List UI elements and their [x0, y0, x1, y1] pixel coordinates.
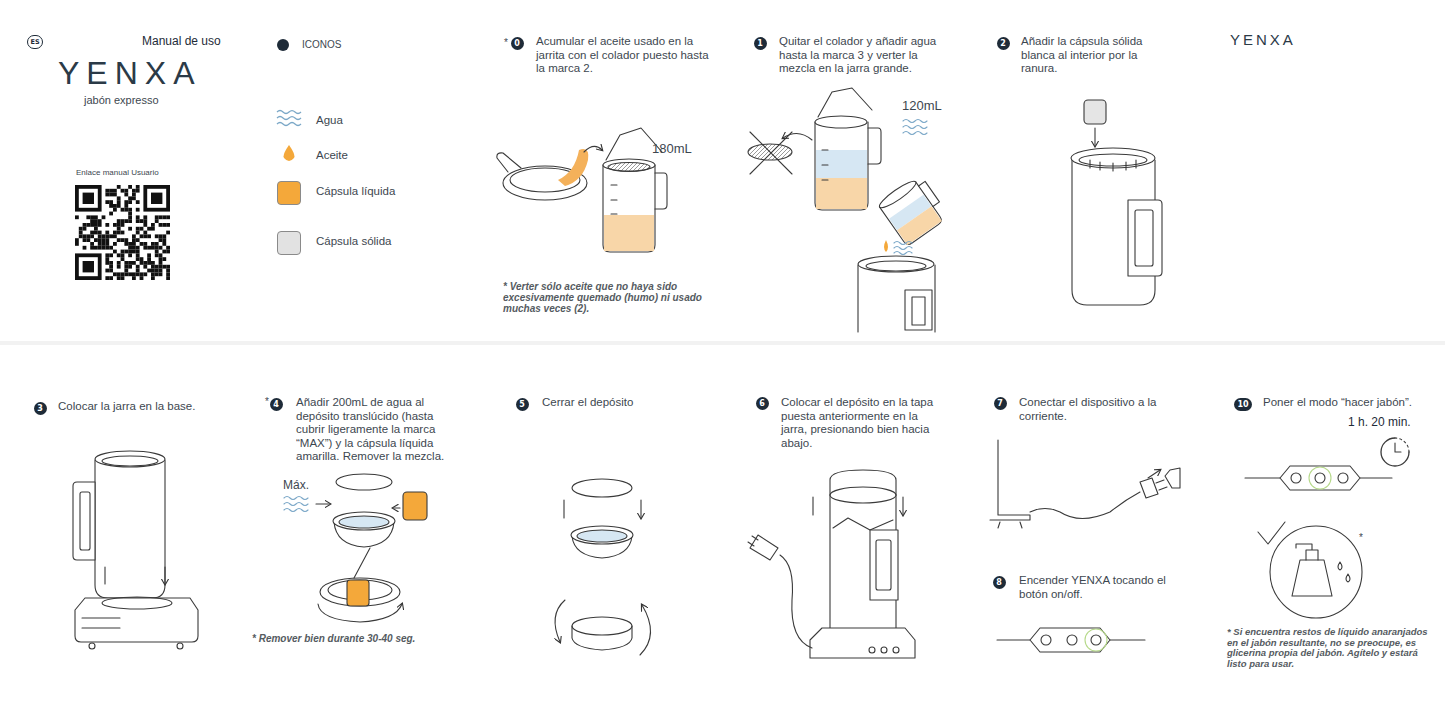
capsule-swatch: [277, 181, 301, 205]
step-number: 8: [993, 576, 1006, 589]
step-text: Añadir la cápsula sólida blanca al inter…: [1021, 35, 1171, 76]
step-number: 10: [1234, 398, 1252, 411]
step-number: 1: [754, 37, 767, 50]
step-number: 5: [516, 398, 529, 411]
capsule-swatch: [277, 231, 301, 255]
callout-number: 3: [37, 404, 43, 413]
asterisk: *: [504, 37, 508, 49]
step-number: 4: [270, 398, 283, 411]
asterisk: *: [1359, 532, 1363, 544]
callout-number: ES: [30, 38, 39, 46]
water-icon: [276, 108, 302, 128]
callout-number: 5: [519, 400, 525, 409]
step-text: Poner el modo “hacer jabón”.: [1263, 396, 1428, 410]
legend-text: Aceite: [316, 149, 348, 163]
callout-number: 2: [1000, 39, 1006, 48]
callout-number: 8: [996, 578, 1002, 587]
step-number: 2: [997, 37, 1010, 50]
callout-number: 7: [997, 399, 1003, 408]
step-text: Conectar el dispositivo a la corriente.: [1019, 396, 1169, 423]
tagline: jabón expresso: [84, 94, 159, 107]
callout-number: 4: [273, 400, 279, 409]
step-number: 0: [511, 37, 524, 50]
step-text: Añadir 200mL de agua al depósito translú…: [296, 396, 456, 464]
step-number: 6: [756, 397, 769, 410]
callout-number: 1: [757, 39, 763, 48]
legend-text: Cápsula líquida: [316, 185, 395, 199]
callout-number: 10: [1237, 400, 1248, 409]
legend-text: Agua: [316, 114, 343, 128]
section-heading: ICONOS: [302, 39, 341, 51]
callout-number: 0: [514, 39, 520, 48]
manual-title: Manual de uso: [142, 34, 221, 48]
volume-label: 180mL: [652, 141, 692, 156]
callout-number: 6: [759, 399, 765, 408]
step-number: 3: [34, 402, 47, 415]
legend-text: Cápsula sólida: [316, 235, 391, 249]
step-text: Colocar el depósito en la tapa puesta an…: [781, 396, 946, 450]
note-text: * Si encuentra restos de líquido anaranj…: [1227, 627, 1432, 670]
step-number: 7: [994, 397, 1007, 410]
step-text: Quitar el colador y añadir agua hasta la…: [779, 35, 949, 76]
max-label: Máx.: [283, 478, 309, 492]
step-text: Acumular el aceite usado en la jarrita c…: [536, 35, 714, 76]
step-text: Encender YENXA tocando el botón on/off.: [1019, 574, 1174, 601]
qr-caption: Enlace manual Usuario: [76, 168, 159, 177]
oil-icon: [276, 143, 302, 163]
brand-logo: YENXA: [58, 55, 201, 93]
step-text: Colocar la jarra en la base.: [58, 400, 195, 414]
asterisk: *: [265, 396, 269, 408]
language-badge: ES: [27, 35, 43, 49]
volume-label: 120mL: [902, 98, 942, 113]
step-text: Cerrar el depósito: [542, 396, 633, 410]
note-text: * Remover bien durante 30-40 seg.: [252, 633, 415, 644]
brand-logo: YENXA: [1230, 31, 1296, 49]
duration-label: 1 h. 20 min.: [1348, 415, 1411, 429]
note-text: * Verter sólo aceite que no haya sido ex…: [503, 281, 713, 315]
